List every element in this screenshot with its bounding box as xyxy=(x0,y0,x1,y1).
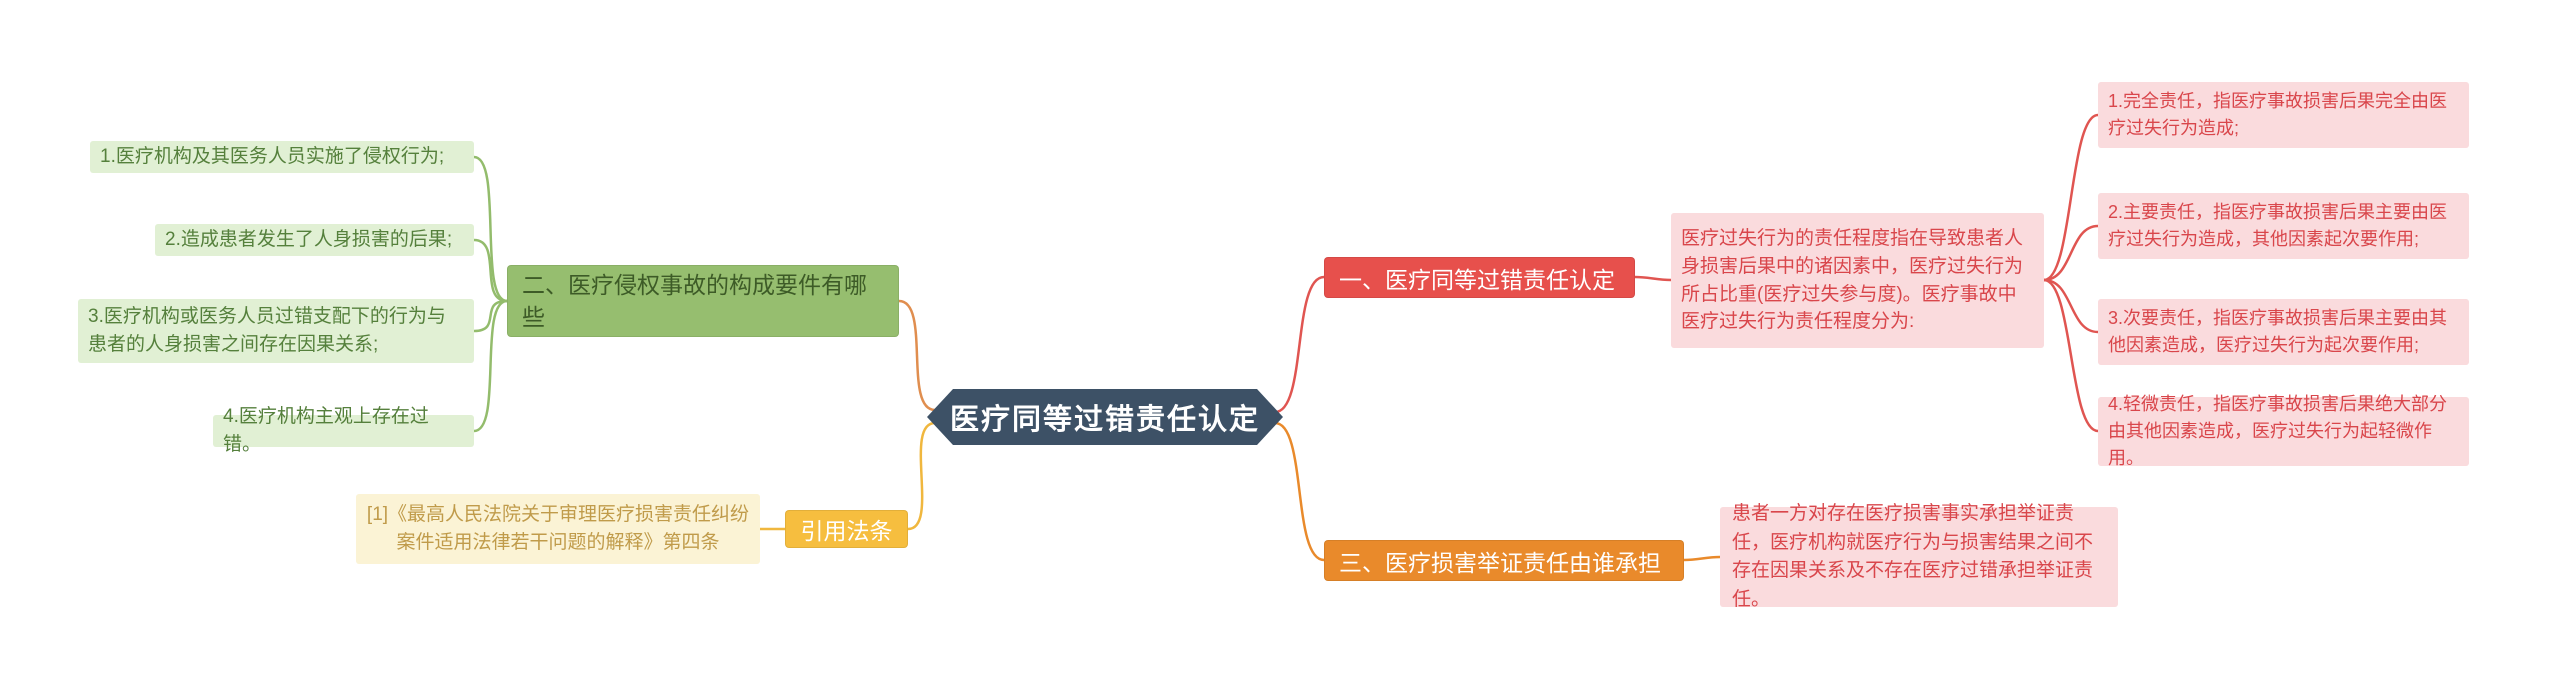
edge-center-to-liability xyxy=(1273,275,1326,414)
liability-item-3-label: 3.次要责任，指医疗事故损害后果主要由其他因素造成，医疗过失行为起次要作用; xyxy=(2108,308,2448,355)
liability-item-4-label: 4.轻微责任，指医疗事故损害后果绝大部分由其他因素造成，医疗过失行为起轻微作用。 xyxy=(2108,394,2448,468)
cited-statute-reference[interactable]: [1]《最高人民法院关于审理医疗损害责任纠纷案件适用法律若干问题的解释》第四条 xyxy=(356,494,760,564)
edge-liability-to-description xyxy=(1633,275,1673,282)
edge-burden-to-description xyxy=(1682,555,1722,562)
branch-construction-label: 二、医疗侵权事故的构成要件有哪些 xyxy=(522,271,867,330)
edge-center-to-construction xyxy=(897,299,937,412)
liability-item-1[interactable]: 1.完全责任，指医疗事故损害后果完全由医疗过失行为造成; xyxy=(2098,82,2469,148)
liability-item-2-label: 2.主要责任，指医疗事故损害后果主要由医疗过失行为造成，其他因素起次要作用; xyxy=(2108,202,2448,249)
liability-description-label: 医疗过失行为的责任程度指在导致患者人身损害后果中的诸因素中，医疗过失行为所占比重… xyxy=(1681,228,2024,333)
liability-item-1-label: 1.完全责任，指医疗事故损害后果完全由医疗过失行为造成; xyxy=(2108,91,2448,138)
branch-cited-statute[interactable]: 引用法条 xyxy=(785,510,908,548)
central-topic-node[interactable]: 医疗同等过错责任认定 xyxy=(927,389,1283,445)
branch-burden-of-proof-label: 三、医疗损害举证责任由谁承担 xyxy=(1339,549,1661,576)
edge-center-to-citation xyxy=(906,421,937,531)
edge-construction-to-item4 xyxy=(472,299,509,433)
construction-item-2-label: 2.造成患者发生了人身损害的后果; xyxy=(165,228,453,250)
edge-description-to-item2 xyxy=(2042,224,2100,282)
construction-item-4[interactable]: 4.医疗机构主观上存在过错。 xyxy=(213,406,474,455)
construction-item-1-label: 1.医疗机构及其医务人员实施了侵权行为; xyxy=(100,145,445,167)
branch-liability-determination[interactable]: 一、医疗同等过错责任认定 xyxy=(1324,257,1635,298)
construction-item-4-label: 4.医疗机构主观上存在过错。 xyxy=(223,405,429,456)
branch-burden-of-proof[interactable]: 三、医疗损害举证责任由谁承担 xyxy=(1324,540,1684,581)
construction-item-3[interactable]: 3.医疗机构或医务人员过错支配下的行为与患者的人身损害之间存在因果关系; xyxy=(78,299,474,363)
liability-item-2[interactable]: 2.主要责任，指医疗事故损害后果主要由医疗过失行为造成，其他因素起次要作用; xyxy=(2098,193,2469,259)
branch-liability-determination-label: 一、医疗同等过错责任认定 xyxy=(1339,266,1615,293)
cited-statute-reference-label: [1]《最高人民法院关于审理医疗损害责任纠纷案件适用法律若干问题的解释》第四条 xyxy=(366,503,750,554)
liability-item-4[interactable]: 4.轻微责任，指医疗事故损害后果绝大部分由其他因素造成，医疗过失行为起轻微作用。 xyxy=(2098,394,2469,468)
edge-construction-to-item1 xyxy=(472,155,509,303)
construction-item-1[interactable]: 1.医疗机构及其医务人员实施了侵权行为; xyxy=(90,141,474,173)
liability-description[interactable]: 医疗过失行为的责任程度指在导致患者人身损害后果中的诸因素中，医疗过失行为所占比重… xyxy=(1671,213,2044,348)
edge-description-to-item3 xyxy=(2042,278,2100,334)
edge-description-to-item1 xyxy=(2042,113,2100,282)
construction-item-2[interactable]: 2.造成患者发生了人身损害的后果; xyxy=(155,224,474,256)
edge-description-to-item4 xyxy=(2042,278,2100,433)
edge-center-to-burden xyxy=(1273,421,1326,562)
burden-description[interactable]: 患者一方对存在医疗损害事实承担举证责任，医疗机构就医疗行为与损害结果之间不存在因… xyxy=(1720,503,2118,610)
branch-cited-statute-label: 引用法条 xyxy=(800,518,893,544)
central-topic-label: 医疗同等过错责任认定 xyxy=(949,404,1260,436)
branch-construction-elements[interactable]: 二、医疗侵权事故的构成要件有哪些 xyxy=(507,265,899,337)
construction-item-3-label: 3.医疗机构或医务人员过错支配下的行为与患者的人身损害之间存在因果关系; xyxy=(88,305,446,356)
liability-item-3[interactable]: 3.次要责任，指医疗事故损害后果主要由其他因素造成，医疗过失行为起次要作用; xyxy=(2098,299,2469,365)
edge-construction-to-item3 xyxy=(472,299,509,333)
edge-construction-to-item2 xyxy=(472,238,509,303)
burden-description-label: 患者一方对存在医疗损害事实承担举证责任，医疗机构就医疗行为与损害结果之间不存在因… xyxy=(1732,503,2094,610)
